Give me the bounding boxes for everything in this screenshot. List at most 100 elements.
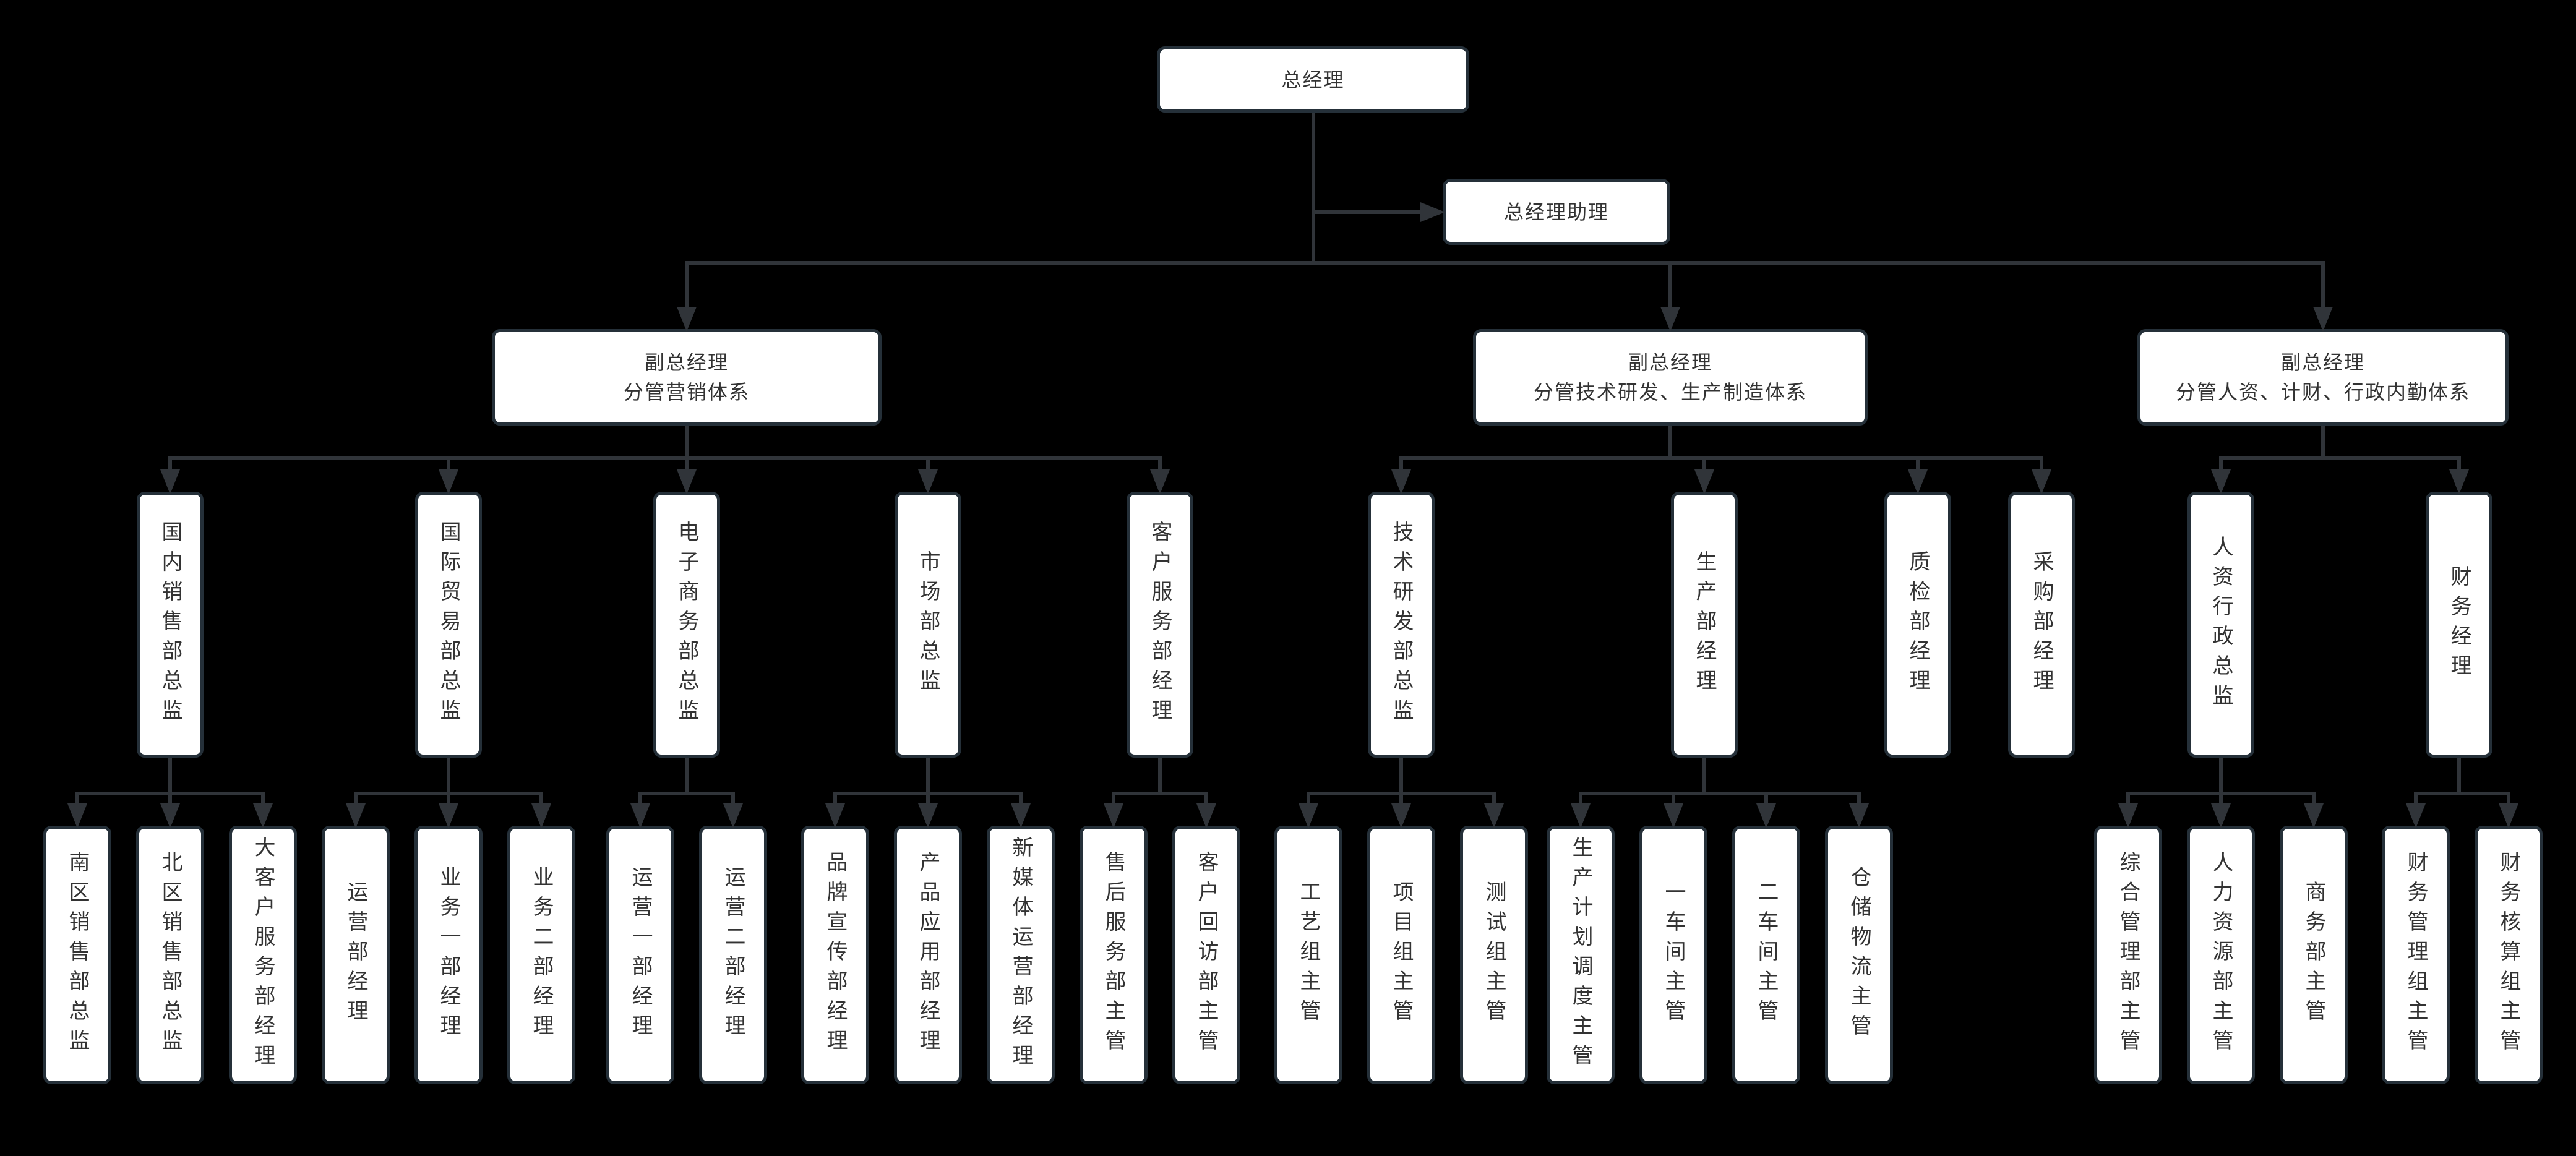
connector-vline: [1672, 794, 1675, 806]
connector-arrow-down-icon: [1299, 803, 1318, 828]
connector-vline: [1668, 426, 1672, 460]
connector-arrow-down-icon: [2211, 469, 2231, 494]
connector-arrow-down-icon: [2499, 803, 2518, 828]
org-node-label-brand: 品牌宣传部经理: [823, 851, 847, 1059]
connector-arrow-down-icon: [1391, 469, 1411, 494]
org-node-label-domestic-sales: 国内销售部总监: [158, 521, 182, 729]
org-node-ops-1: 运营一部经理: [606, 826, 674, 1084]
connector-arrow-down-icon: [1150, 469, 1170, 494]
connector-arrow-down-icon: [1484, 803, 1504, 828]
connector-vline: [2321, 263, 2325, 309]
org-node-testing-group: 测试组主管: [1460, 826, 1528, 1084]
org-node-label-customer-callback: 客户回访部主管: [1195, 851, 1218, 1059]
connector-vline: [447, 794, 450, 806]
org-node-label-ops-1: 运营一部经理: [629, 866, 652, 1044]
connector-arrow-down-icon: [1011, 803, 1031, 828]
org-node-production-planning: 生产计划调度主管: [1547, 826, 1615, 1084]
org-node-label-gm-assistant: 总经理助理: [1503, 200, 1609, 223]
org-node-business-1: 业务一部经理: [414, 826, 483, 1084]
connector-vline: [833, 794, 837, 806]
connector-vline: [539, 794, 543, 806]
org-node-label-new-media: 新媒体运营部经理: [1009, 836, 1033, 1074]
org-node-label-product-app: 产品应用部经理: [916, 851, 940, 1059]
org-node-north-sales: 北区销售部总监: [136, 826, 204, 1084]
connector-vline: [1204, 794, 1208, 806]
org-node-label-purchasing: 采购部经理: [2030, 550, 2053, 699]
org-node-process-group: 工艺组主管: [1274, 826, 1342, 1084]
connector-hline: [2219, 456, 2461, 460]
org-node-rnd: 技术研发部总监: [1368, 492, 1435, 758]
connector-vline: [2321, 426, 2325, 460]
connector-arrow-down-icon: [346, 803, 366, 828]
connector-arrow-down-icon: [723, 803, 743, 828]
connector-arrow-down-icon: [2313, 307, 2333, 332]
org-node-label-south-sales: 南区销售部总监: [66, 851, 89, 1059]
connector-vline: [1764, 794, 1768, 806]
connector-arrow-down-icon: [918, 469, 938, 494]
org-node-label-rnd: 技术研发部总监: [1389, 521, 1413, 729]
connector-hline: [2414, 792, 2510, 795]
connector-arrow-down-icon: [1571, 803, 1591, 828]
connector-vline: [2219, 794, 2223, 806]
org-node-label-vp-admin: 副总经理 分管人资、计财、行政内勤体系: [2175, 351, 2470, 403]
org-node-label-intl-trade: 国际贸易部总监: [437, 521, 460, 729]
connector-hline: [168, 456, 1162, 460]
connector-vline: [685, 458, 689, 472]
org-node-warehouse-logistics: 仓储物流主管: [1825, 826, 1893, 1084]
connector-arrow-down-icon: [2032, 469, 2051, 494]
connector-vline: [1307, 794, 1310, 806]
connector-vline: [685, 426, 689, 460]
connector-arrow-down-icon: [2211, 803, 2231, 828]
org-node-customer-service: 客户服务部经理: [1127, 492, 1193, 758]
connector-hline: [685, 261, 2325, 265]
connector-arrow-down-icon: [630, 803, 650, 828]
connector-arrow-down-icon: [531, 803, 551, 828]
connector-vline: [354, 794, 358, 806]
connector-vline: [638, 794, 642, 806]
connector-vline: [685, 758, 689, 795]
connector-vline: [447, 458, 450, 472]
org-node-label-finance-mgmt: 财务管理组主管: [2404, 851, 2428, 1059]
org-node-label-business-2: 业务二部经理: [530, 866, 553, 1044]
org-node-label-process-group: 工艺组主管: [1297, 881, 1320, 1029]
org-node-label-vp-production: 副总经理 分管技术研发、生产制造体系: [1533, 351, 1807, 403]
connector-arrow-down-icon: [439, 469, 458, 494]
connector-arrow-down-icon: [1391, 803, 1411, 828]
org-node-label-workshop-2: 二车间主管: [1754, 881, 1778, 1029]
connector-arrow-down-icon: [677, 469, 697, 494]
org-node-label-warehouse-logistics: 仓储物流主管: [1847, 866, 1871, 1044]
org-node-purchasing: 采购部经理: [2008, 492, 2075, 758]
org-node-label-gm: 总经理: [1281, 68, 1345, 91]
org-node-label-vp-marketing: 副总经理 分管营销体系: [623, 351, 750, 403]
org-node-label-ops-2: 运营二部经理: [721, 866, 745, 1044]
connector-vline: [1857, 794, 1861, 806]
connector-arrow-down-icon: [918, 803, 938, 828]
org-node-human-resources: 人力资源部主管: [2187, 826, 2255, 1084]
connector-vline: [2414, 794, 2418, 806]
connector-arrow-down-icon: [2304, 803, 2324, 828]
org-node-label-project-group: 项目组主管: [1389, 881, 1413, 1029]
connector-vline: [1579, 794, 1582, 806]
connector-arrow-down-icon: [1694, 469, 1714, 494]
connector-vline: [685, 263, 689, 309]
connector-vline: [731, 794, 735, 806]
connector-vline: [1158, 458, 1162, 472]
connector-arrow-down-icon: [2118, 803, 2138, 828]
connector-vline: [2219, 758, 2223, 795]
connector-vline: [168, 794, 172, 806]
org-node-label-human-resources: 人力资源部主管: [2209, 851, 2233, 1059]
connector-vline: [2457, 458, 2461, 472]
connector-vline: [1399, 758, 1403, 795]
org-node-label-business-1: 业务一部经理: [437, 866, 460, 1044]
connector-vline: [1158, 758, 1162, 795]
org-node-label-finance-accounting: 财务核算组主管: [2497, 851, 2520, 1059]
org-node-finance: 财务经理: [2426, 492, 2492, 758]
connector-vline: [926, 794, 930, 806]
connector-arrow-down-icon: [1660, 307, 1680, 332]
org-node-product-app: 产品应用部经理: [894, 826, 962, 1084]
connector-arrow-down-icon: [160, 803, 180, 828]
connector-vline: [168, 758, 172, 795]
connector-vline: [2312, 794, 2316, 806]
connector-vline: [168, 458, 172, 472]
org-node-new-media: 新媒体运营部经理: [987, 826, 1055, 1084]
